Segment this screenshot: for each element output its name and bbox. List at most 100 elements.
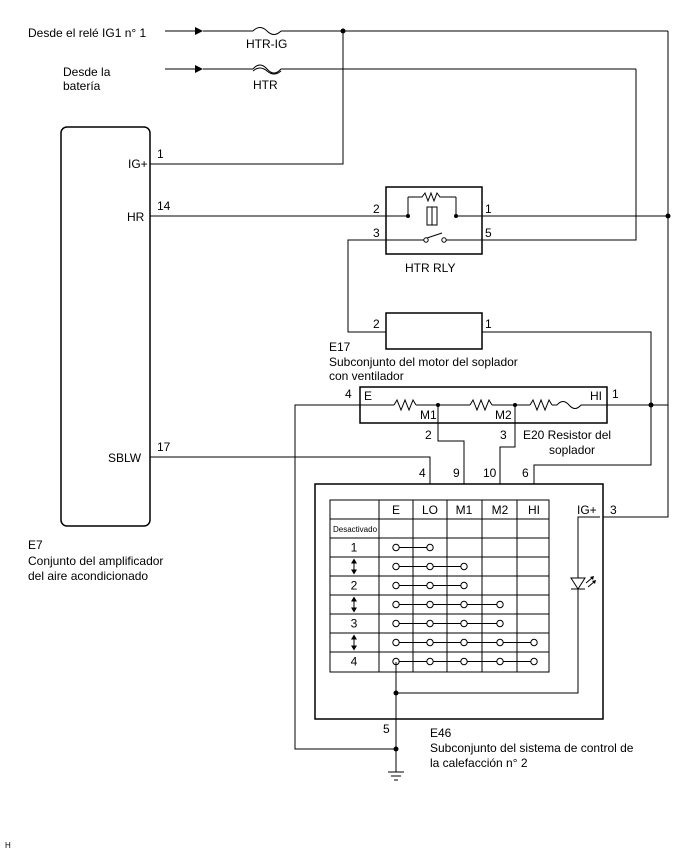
- table-passthrough-point: [426, 638, 434, 647]
- relay-pin-2: 2: [373, 202, 380, 216]
- control-pin-4: 4: [419, 466, 426, 480]
- resistor-pin-4: 4: [345, 387, 352, 401]
- transition-arrow-icon: [351, 596, 357, 613]
- resistor-label-hi: HI: [590, 389, 602, 403]
- table-row-label: 1: [351, 541, 358, 555]
- table-row-label: 2: [351, 579, 358, 593]
- ground-icon: [388, 771, 404, 781]
- resistor-pin-3: 3: [500, 428, 507, 442]
- wire-led-to-ground-bus: [396, 589, 579, 694]
- amp-pin-sblw-label: SBLW: [108, 451, 142, 465]
- table-terminal-point: [392, 600, 400, 609]
- switch-position-table: E LO M1 M2 HI Desactivado 1 2 3 4: [329, 499, 550, 673]
- control-pin-10: 10: [483, 466, 497, 480]
- amplifier-name-line2: del aire acondicionado: [28, 569, 148, 583]
- table-header-e: E: [392, 503, 400, 517]
- motor-pin-2: 2: [373, 317, 380, 331]
- table-passthrough-point: [426, 562, 434, 571]
- table-passthrough-point: [460, 638, 468, 647]
- wire-control-ig-to-led: [577, 516, 600, 578]
- control-pin-9: 9: [453, 466, 460, 480]
- table-terminal-point: [392, 619, 400, 628]
- table-terminal-point: [392, 562, 400, 571]
- wire-relay-to-motor: [347, 239, 386, 333]
- table-passthrough-point: [426, 600, 434, 609]
- junction-relay-right: [665, 213, 671, 219]
- relay-pin-3: 3: [373, 226, 380, 240]
- table-header-m1: M1: [456, 503, 473, 517]
- relay-pin-1: 1: [485, 202, 492, 216]
- resistor-pin-2: 2: [425, 428, 432, 442]
- control-pin-5: 5: [383, 722, 390, 736]
- fuse-htr-label: HTR: [253, 78, 278, 92]
- table-passthrough-point: [460, 657, 468, 666]
- battery-arrow-icon: [165, 65, 203, 73]
- transition-arrow-icon: [351, 634, 357, 651]
- resistor-label-m2: M2: [495, 408, 512, 422]
- table-terminal-point: [460, 562, 468, 571]
- fuse-htr-icon: [252, 64, 282, 74]
- table-passthrough-point: [426, 619, 434, 628]
- led-icon: [570, 576, 596, 590]
- relay-pin-5: 5: [485, 226, 492, 240]
- wire-m1-to-control: [437, 405, 465, 500]
- resistor-name-line2: soplador: [549, 443, 595, 457]
- control-pin-6: 6: [522, 466, 529, 480]
- amp-pin-hr-label: HR: [127, 210, 145, 224]
- resistor-box: [359, 386, 608, 424]
- control-pin-3: 3: [610, 503, 617, 517]
- source-battery-label-line1: Desde la: [63, 65, 111, 79]
- fuse-htr-ig-label: HTR-IG: [246, 37, 287, 51]
- motor-pin-1: 1: [485, 317, 492, 331]
- amp-pin-hr-number: 14: [157, 199, 171, 213]
- resistor-code: E20 Resistor del: [523, 428, 611, 442]
- ig1-arrow-icon: [165, 27, 203, 35]
- table-terminal-point: [392, 581, 400, 590]
- table-row-label: 4: [351, 655, 358, 669]
- amp-pin-ig-plus-label: IG+: [128, 157, 148, 171]
- control-name-line1: Subconjunto del sistema de control de: [430, 741, 634, 755]
- resistor-pin-1: 1: [612, 387, 619, 401]
- table-passthrough-point: [496, 657, 504, 666]
- table-terminal-point: [460, 581, 468, 590]
- motor-name-line2: con ventilador: [329, 369, 404, 383]
- footer-mark: H: [5, 841, 11, 850]
- table-header-m2: M2: [492, 503, 509, 517]
- table-terminal-point: [496, 619, 504, 628]
- table-passthrough-point: [426, 657, 434, 666]
- table-passthrough-point: [426, 581, 434, 590]
- wire-hi-to-control: [533, 405, 652, 500]
- transition-arrow-icon: [351, 558, 357, 575]
- table-terminal-point: [496, 600, 504, 609]
- wire-battery-to-relay: [482, 69, 637, 241]
- wire-ig1-to-control: [600, 31, 669, 518]
- amplifier-name-line1: Conjunto del amplificador: [28, 554, 163, 568]
- control-name-line2: la calefacción n° 2: [430, 756, 528, 770]
- amp-pin-ig-plus-number: 1: [157, 147, 164, 161]
- wire-m2-to-control: [499, 405, 516, 500]
- table-terminal-point: [530, 638, 538, 647]
- table-header-lo: LO: [422, 503, 438, 517]
- relay-switch-icon: [386, 232, 482, 243]
- table-row-label: 3: [351, 617, 358, 631]
- table-terminal-point: [426, 543, 434, 552]
- source-ig1-relay-label: Desde el relé IG1 n° 1: [28, 26, 147, 40]
- motor-name-line1: Subconjunto del motor del soplador: [329, 355, 518, 369]
- source-battery-label-line2: batería: [63, 79, 101, 93]
- table-passthrough-point: [460, 619, 468, 628]
- resistor-label-e: E: [364, 389, 372, 403]
- motor-code: E17: [329, 340, 351, 354]
- amplifier-box: [60, 126, 151, 527]
- resistor-label-m1: M1: [420, 408, 437, 422]
- relay-name: HTR RLY: [405, 261, 455, 275]
- table-terminal-point: [392, 638, 400, 647]
- table-header-hi: HI: [528, 503, 540, 517]
- amp-pin-sblw-number: 17: [157, 440, 171, 454]
- table-passthrough-point: [460, 600, 468, 609]
- table-off-label: Desactivado: [333, 525, 378, 534]
- table-passthrough-point: [496, 638, 504, 647]
- junction-ground: [393, 746, 399, 752]
- table-terminal-point: [530, 657, 538, 666]
- relay-coil-icon: [386, 191, 482, 226]
- wire-motor-to-resistor: [482, 331, 652, 405]
